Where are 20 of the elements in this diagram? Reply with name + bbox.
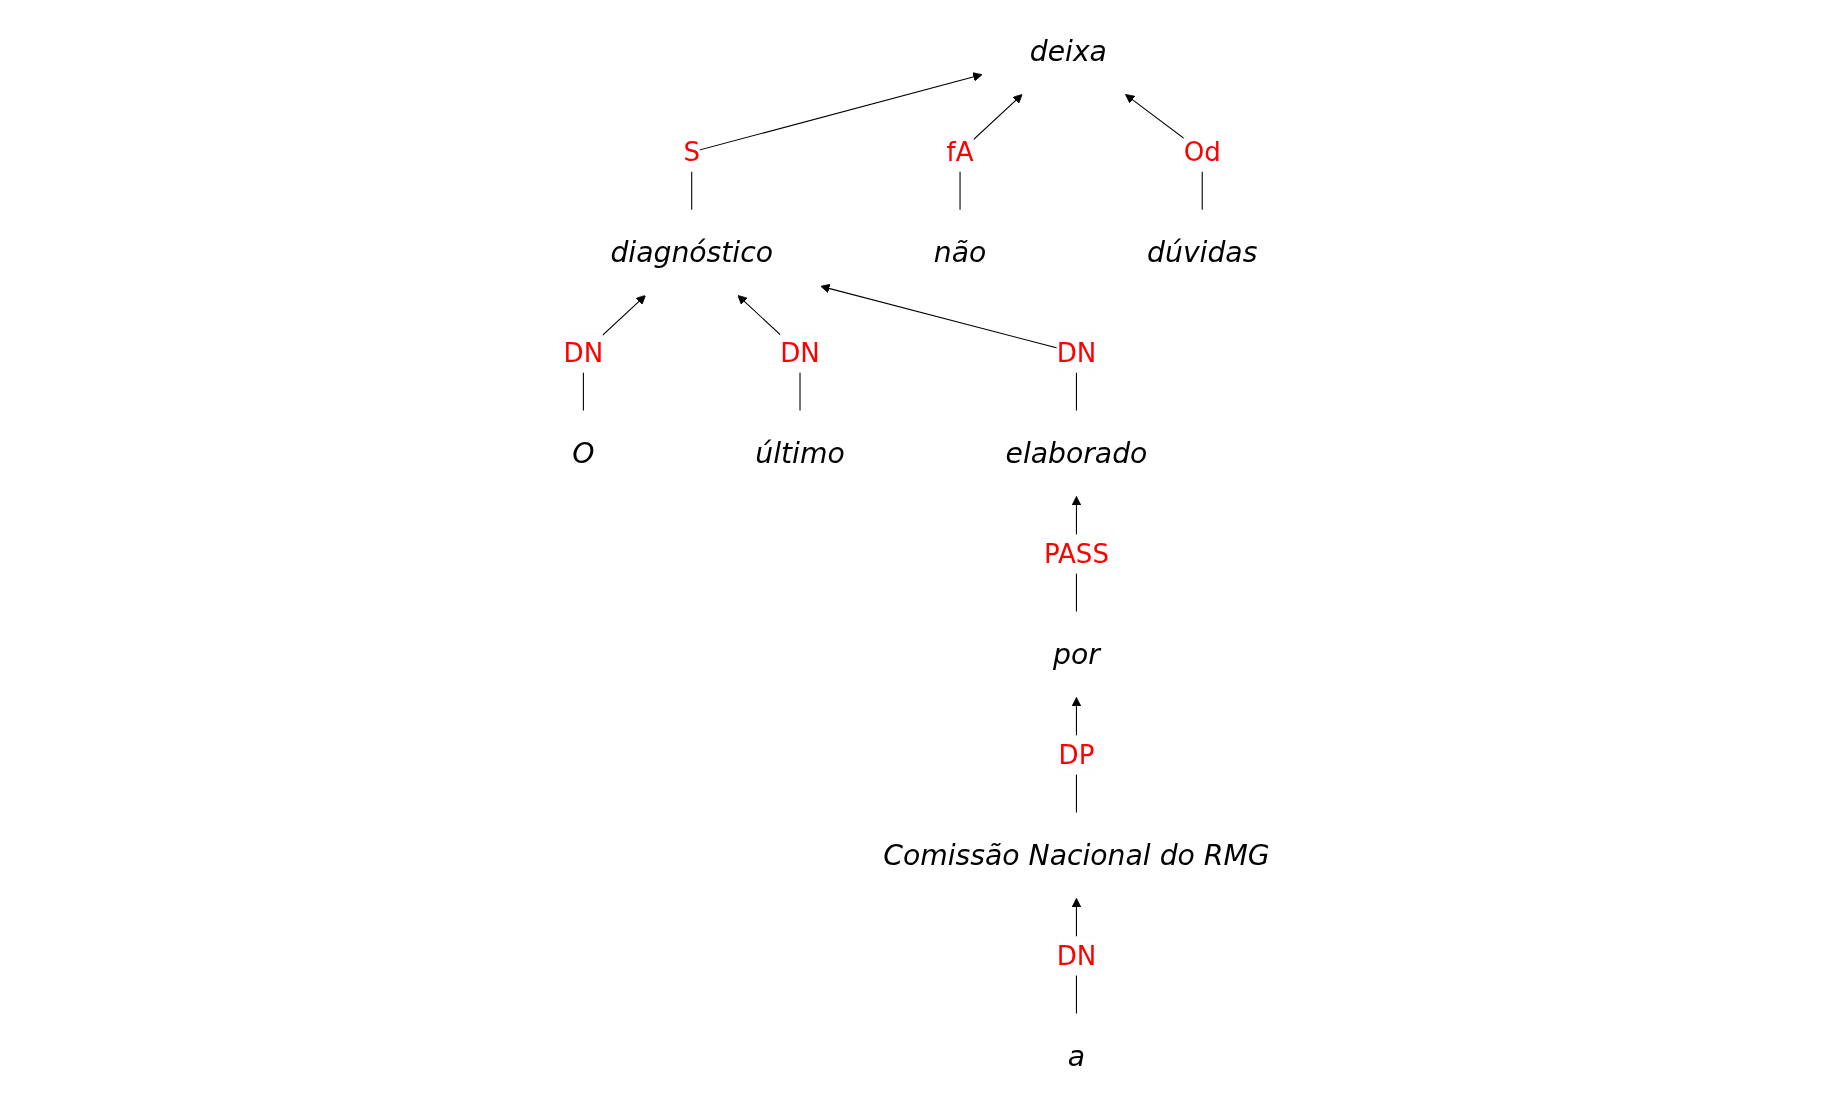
node-text: dúvidas xyxy=(1147,235,1258,269)
edge-label: DN xyxy=(1056,337,1097,369)
edge-label: PASS xyxy=(1043,538,1109,570)
edge-label: DN xyxy=(563,337,604,369)
node-text: por xyxy=(1053,637,1100,671)
edge-label: DP xyxy=(1058,739,1095,771)
node-text: O xyxy=(572,436,595,470)
edge-label: fA xyxy=(946,136,974,168)
arrow xyxy=(691,72,983,211)
edge-label: DN xyxy=(780,337,820,369)
node-text: elaborado xyxy=(1005,436,1148,470)
node-text: não xyxy=(933,235,987,269)
node-text: deixa xyxy=(1029,34,1107,68)
node-text: a xyxy=(1067,1039,1086,1073)
node-text: Comissão Nacional do RMG xyxy=(883,838,1270,872)
edge-label: DN xyxy=(1056,940,1097,972)
edge-label: S xyxy=(683,136,700,168)
node-text: diagnóstico xyxy=(610,235,774,269)
edge-label: Od xyxy=(1183,136,1221,168)
node-text: último xyxy=(755,436,845,470)
